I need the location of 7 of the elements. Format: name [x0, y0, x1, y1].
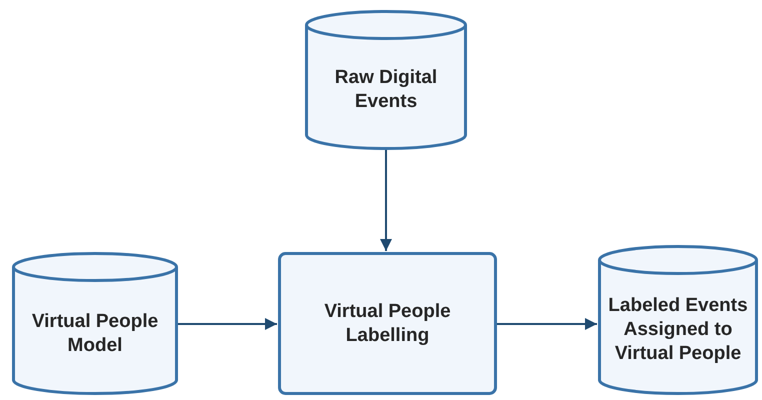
arrow	[497, 318, 597, 330]
arrow	[178, 318, 277, 330]
node-label: Labeled Events Assigned to Virtual People	[607, 294, 749, 366]
node-label: Virtual People Model	[30, 310, 160, 358]
node-label: Raw Digital Events	[334, 66, 438, 114]
arrow	[380, 150, 392, 251]
node-label: Virtual People Labelling	[323, 300, 452, 348]
